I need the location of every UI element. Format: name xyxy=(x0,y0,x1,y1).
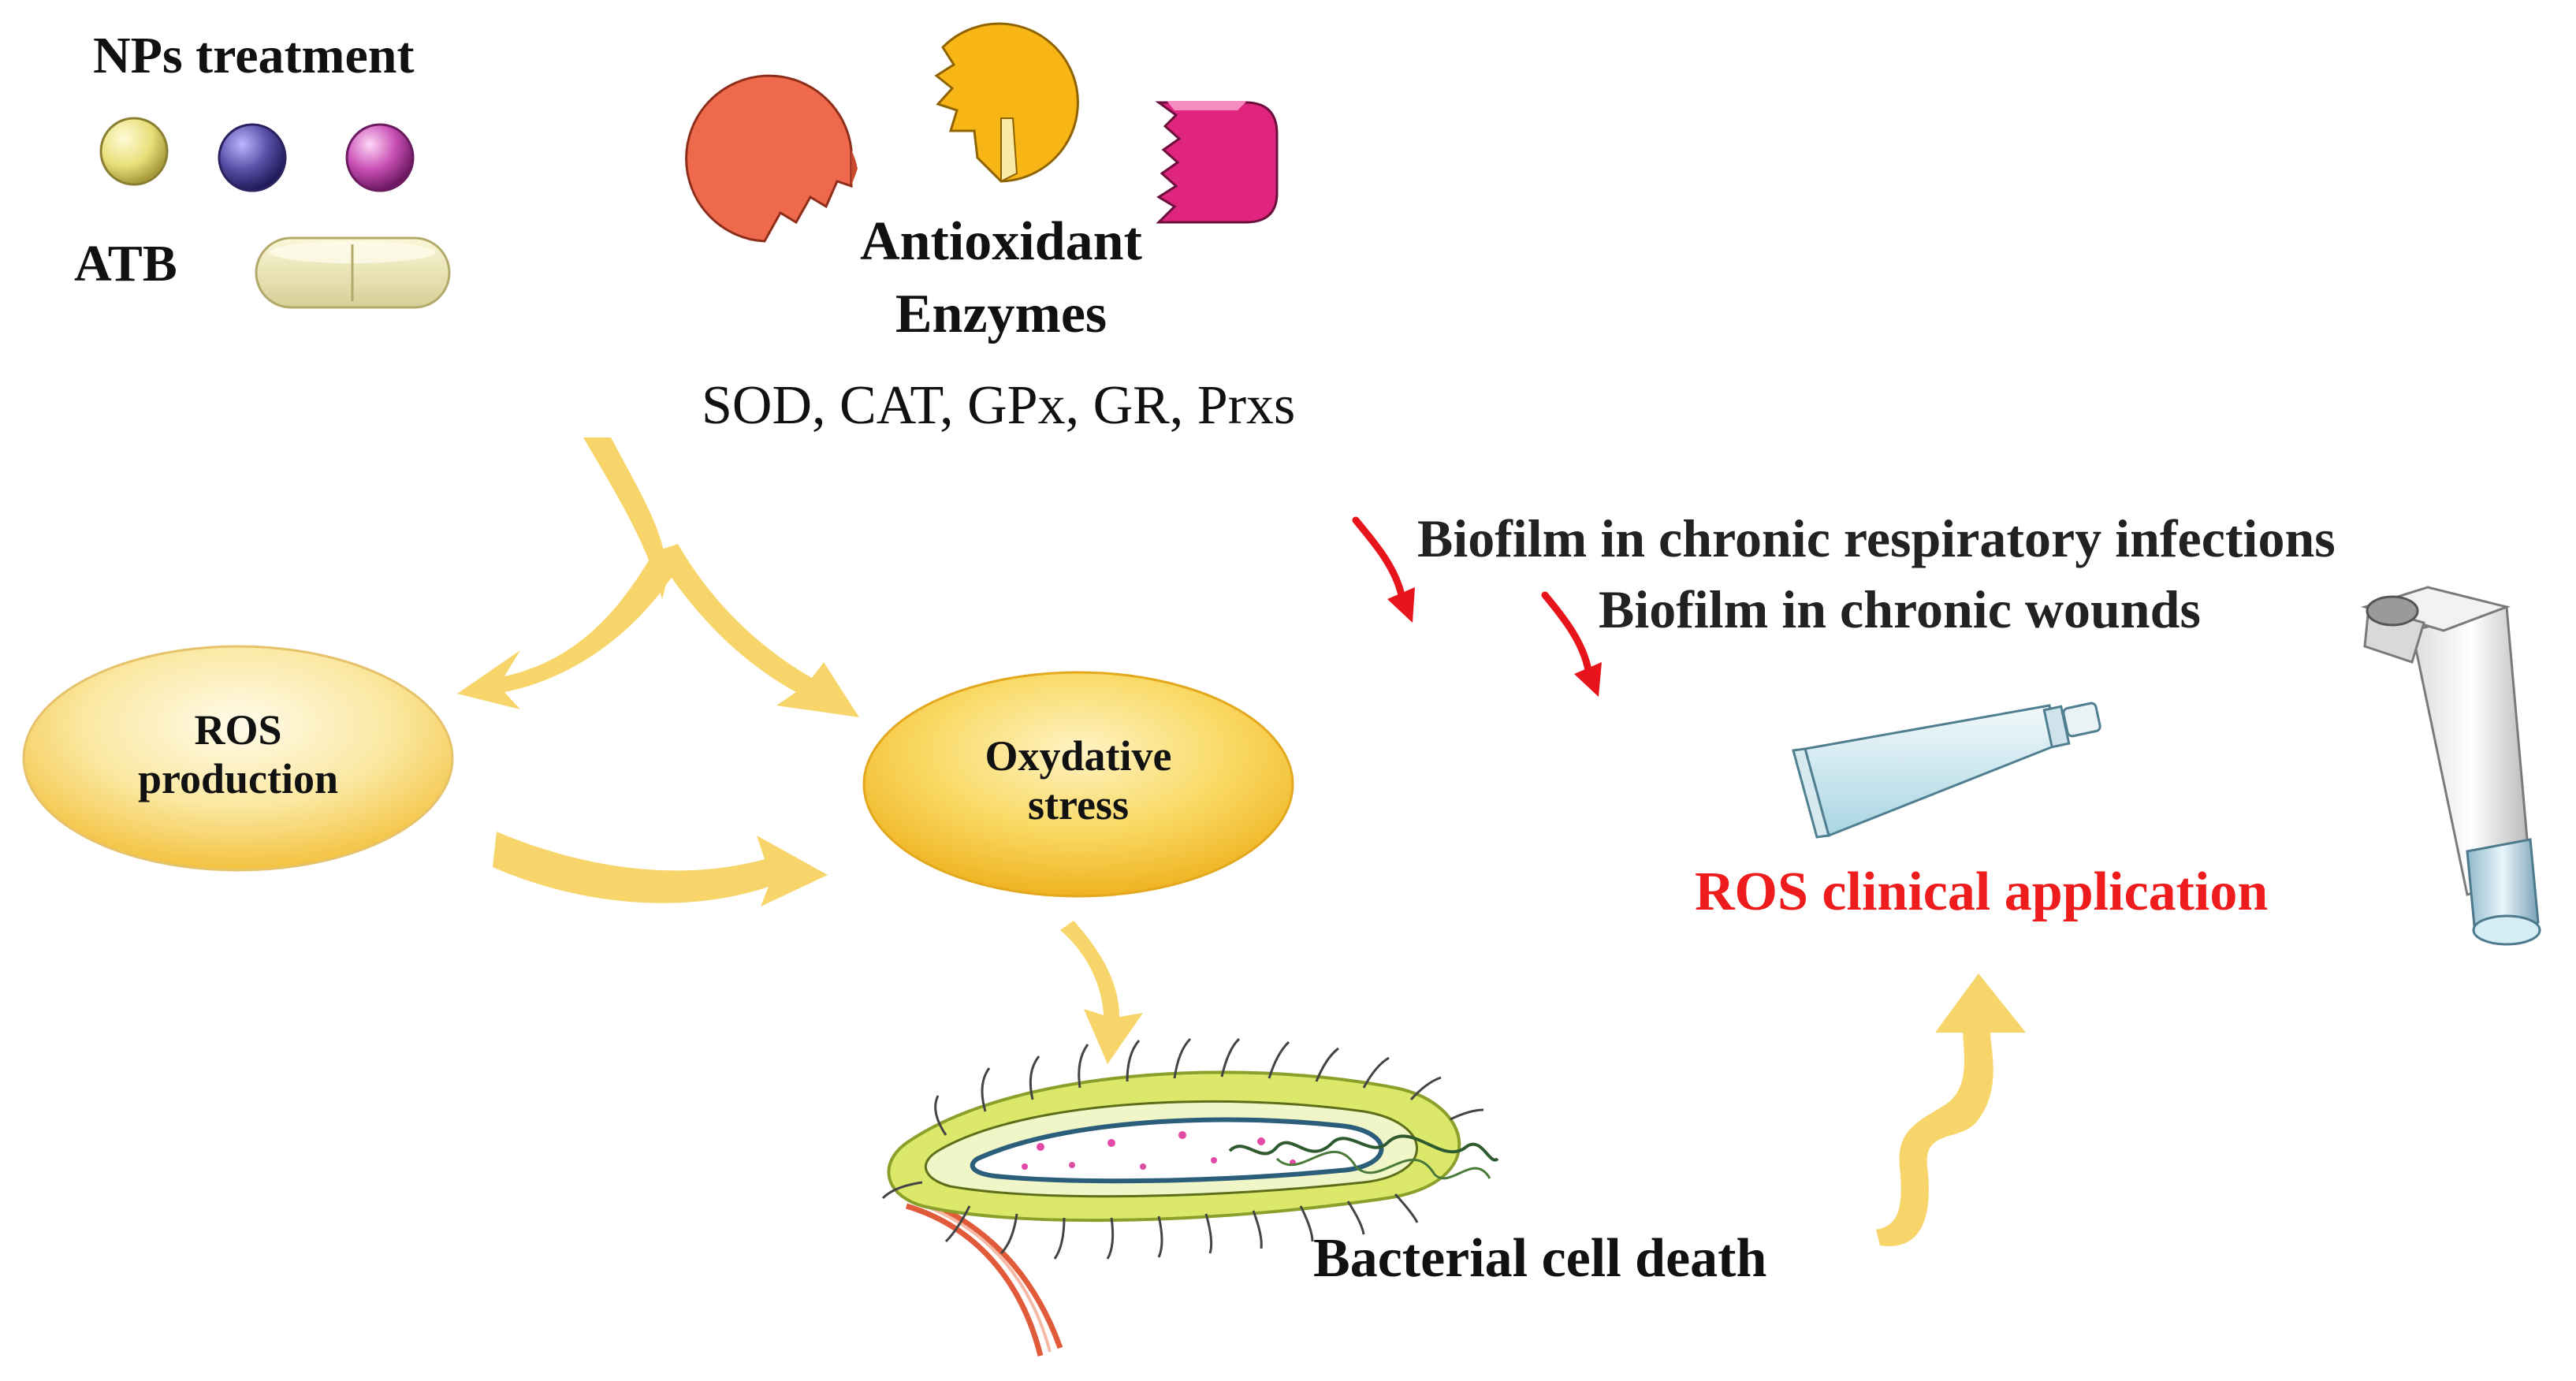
oxidative-stress-label: Oxydative stress xyxy=(905,731,1252,829)
enzyme-yellow-icon xyxy=(934,22,1079,183)
ox-label-line1: Oxydative xyxy=(985,732,1172,780)
red-arrow-wounds-icon xyxy=(1541,591,1592,674)
enzyme-pink-icon xyxy=(1155,101,1279,224)
arrow-to-ros-icon xyxy=(457,437,678,709)
nanoparticle-yellow-icon xyxy=(99,117,169,186)
enzyme-red-icon xyxy=(685,74,858,243)
inhaler-icon xyxy=(2360,586,2541,946)
nps-treatment-title: NPs treatment xyxy=(93,27,415,84)
enzymes-title-line1: Antioxidant xyxy=(860,211,1142,272)
atb-label: ATB xyxy=(74,235,177,292)
nanoparticle-purple-icon xyxy=(218,123,287,192)
enzymes-title-line2: Enzymes xyxy=(895,284,1107,344)
ros-label-line2: production xyxy=(137,755,339,803)
oxidative-stress-node xyxy=(862,671,1294,898)
ros-production-node xyxy=(22,645,454,872)
arrow-to-oxidative-stress-icon xyxy=(654,544,859,717)
red-arrowhead-respiratory xyxy=(1387,587,1415,623)
respiratory-infections-label: Biofilm in chronic respiratory infection… xyxy=(1417,508,2336,568)
chronic-wounds-label: Biofilm in chronic wounds xyxy=(1599,579,2201,639)
bacterium-icon xyxy=(881,1037,1499,1357)
ros-label-line1: ROS xyxy=(194,706,282,754)
ros-clinical-application-label: ROS clinical application xyxy=(1695,862,2269,922)
ros-production-label: ROS production xyxy=(65,705,411,803)
enzymes-list: SOD, CAT, GPx, GR, Prxs xyxy=(702,375,1296,436)
arrow-ros-to-stress-icon xyxy=(493,832,828,906)
arrow-death-to-clinical-icon xyxy=(1876,973,2026,1246)
red-arrow-respiratory-icon xyxy=(1352,516,1405,599)
bacterial-cell-death-label: Bacterial cell death xyxy=(1313,1228,1767,1289)
pill-icon xyxy=(255,236,451,309)
nanoparticle-pink-icon xyxy=(345,123,415,192)
ointment-tube-icon xyxy=(1792,702,2101,839)
arrow-stress-to-bacteria-icon xyxy=(1060,921,1143,1064)
ox-label-line2: stress xyxy=(1028,781,1129,829)
red-arrowhead-wounds xyxy=(1574,662,1602,697)
